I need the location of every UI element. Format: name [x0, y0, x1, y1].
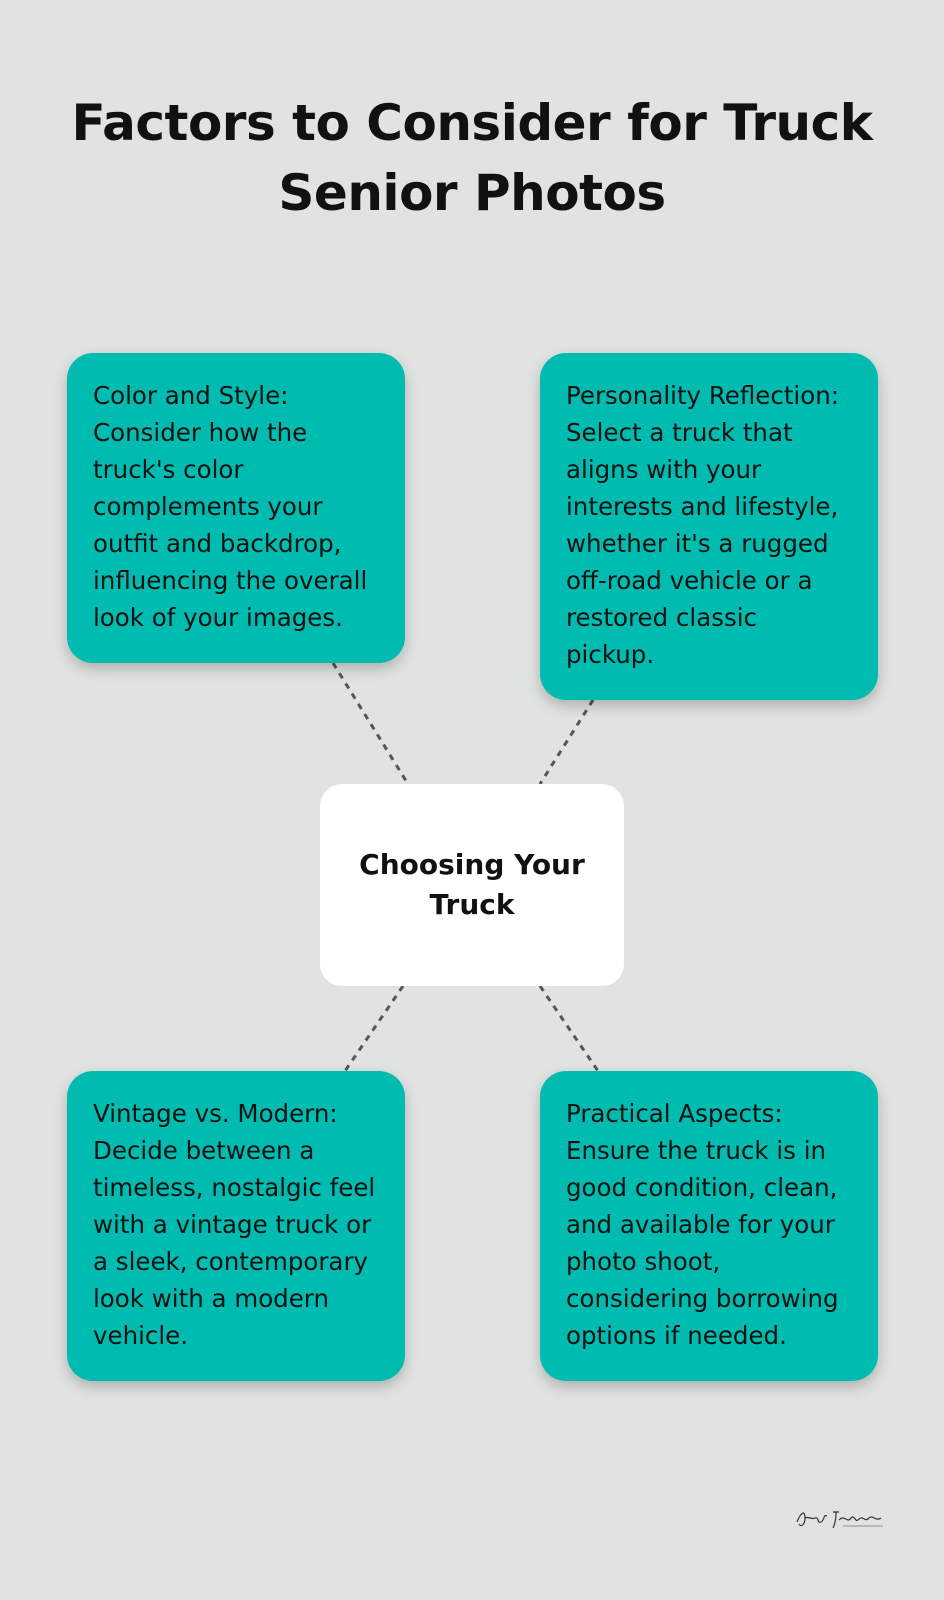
signature-logo: [796, 1511, 883, 1529]
central-node-label: Choosing Your Truck: [359, 848, 585, 921]
central-node: Choosing Your Truck: [320, 784, 624, 986]
factor-color-and-style: Color and Style: Consider how the truck'…: [67, 353, 405, 663]
factor-vintage-vs-modern: Vintage vs. Modern: Decide between a tim…: [67, 1071, 405, 1381]
connector-top-left: [331, 662, 410, 785]
connector-bottom-left: [343, 985, 405, 1072]
connector-top-right: [538, 699, 595, 785]
factor-practical-aspects: Practical Aspects: Ensure the truck is i…: [540, 1071, 878, 1381]
page-title: Factors to Consider for Truck Senior Pho…: [71, 94, 873, 222]
factor-personality-reflection: Personality Reflection: Select a truck t…: [540, 353, 878, 700]
connector-bottom-right: [538, 985, 600, 1072]
